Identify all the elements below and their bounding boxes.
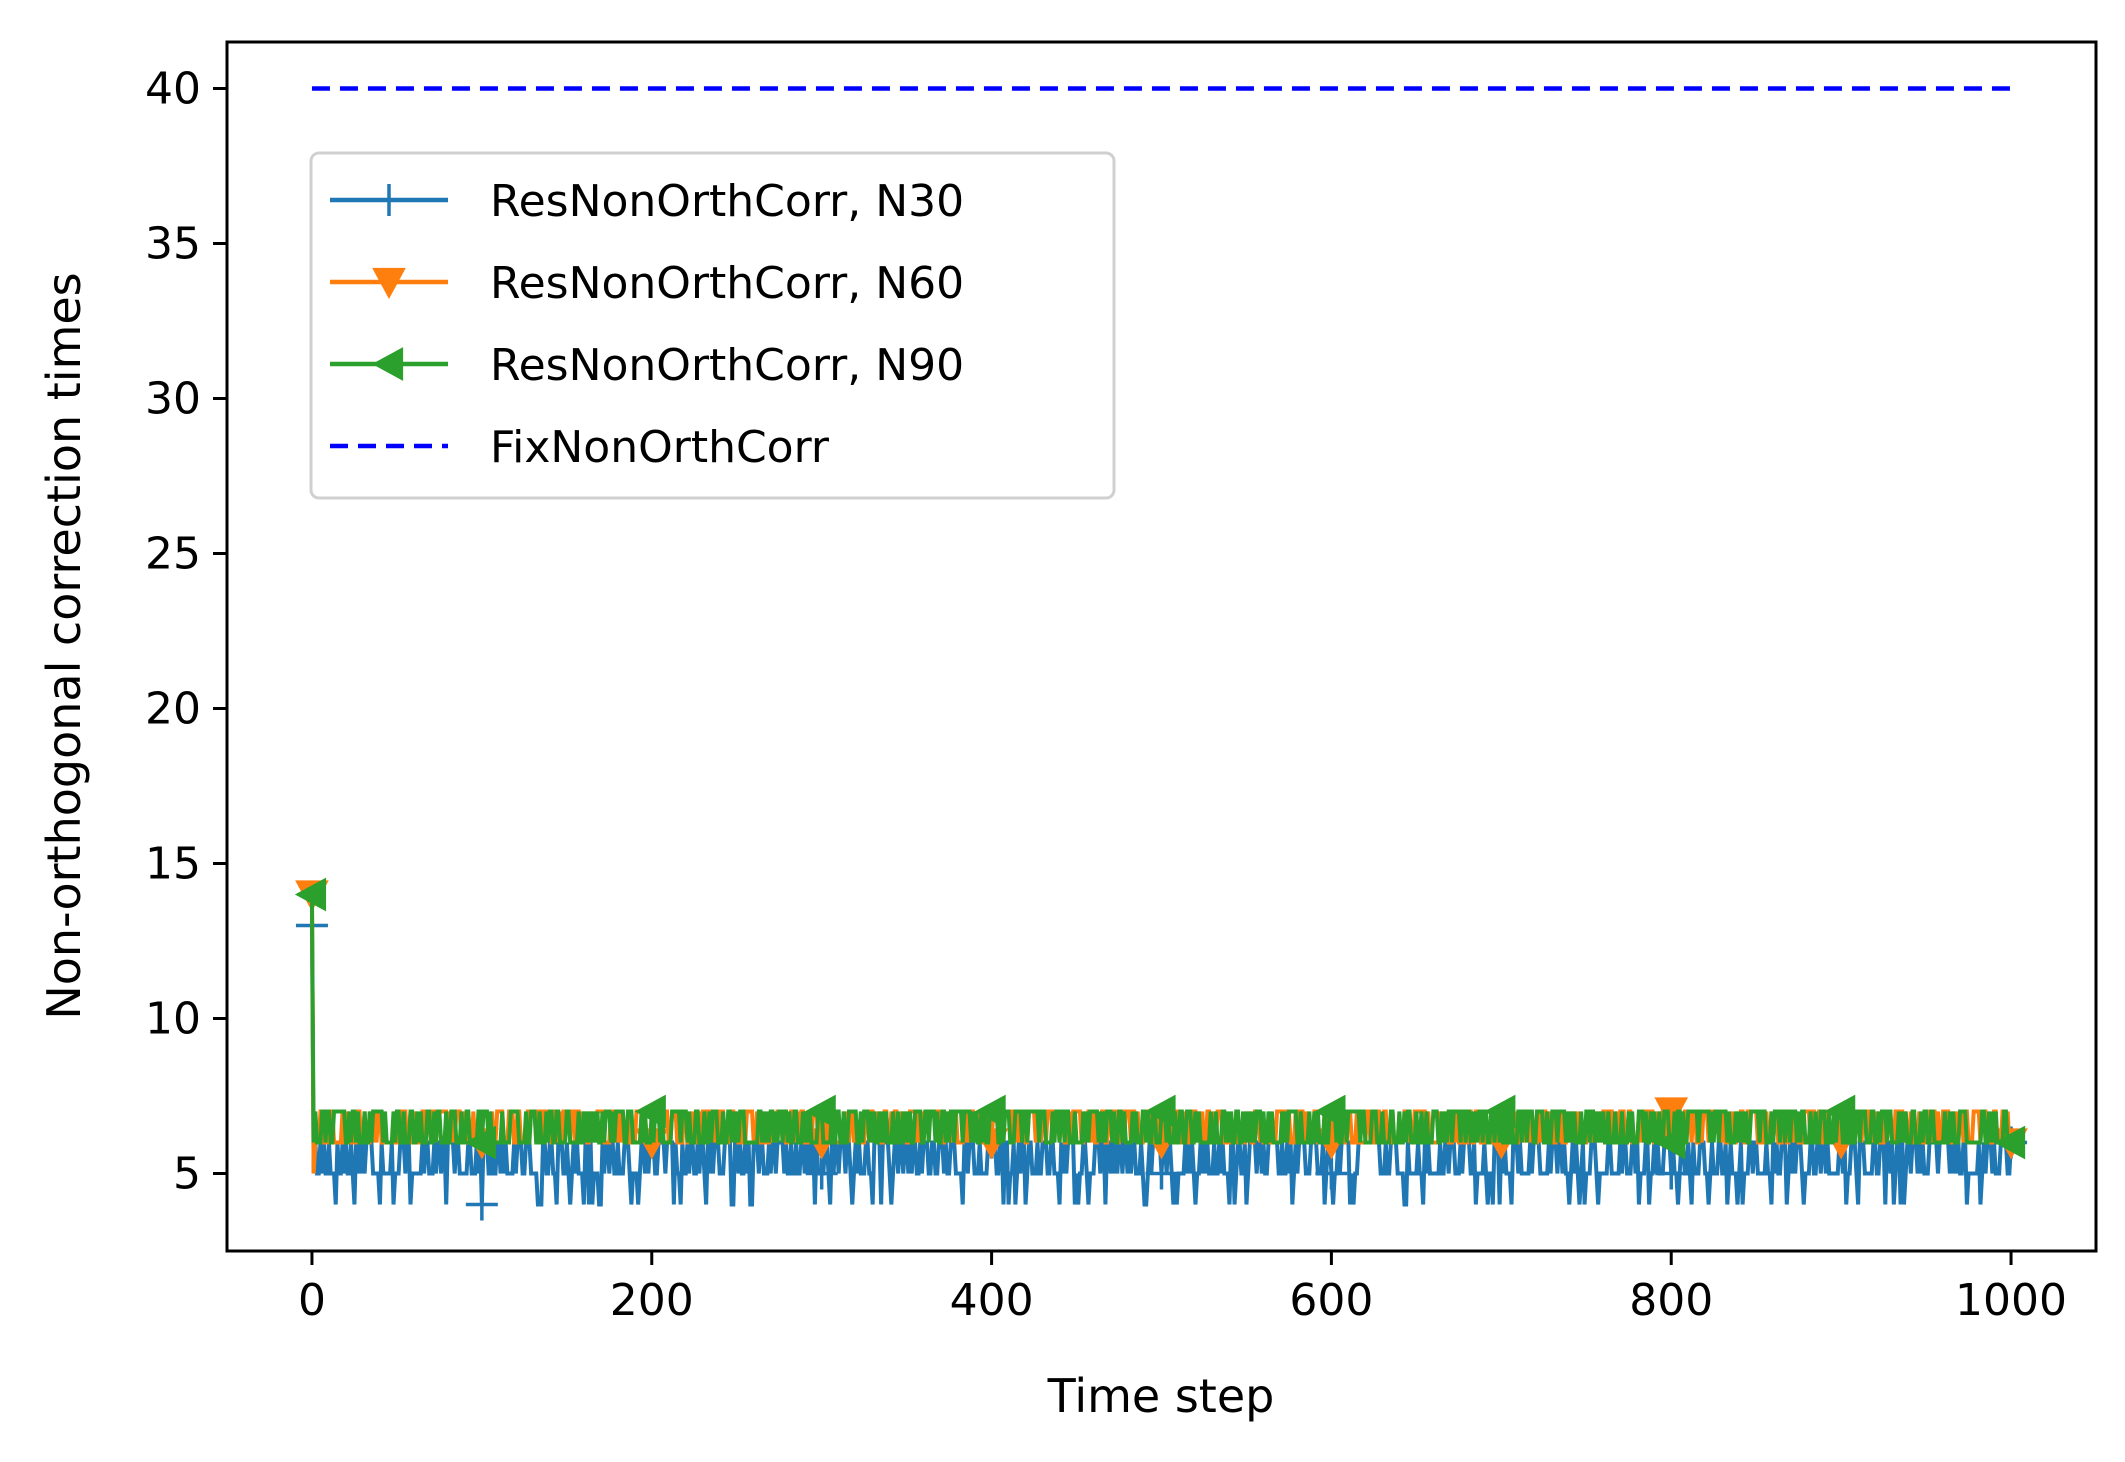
y-tick-label: 20 (145, 684, 201, 735)
data-point-marker (294, 877, 327, 912)
x-tick-label: 1000 (1955, 1275, 2067, 1326)
data-point-marker (804, 1094, 836, 1129)
x-axis: 0 200 400 600 800 1000 (298, 1251, 2067, 1326)
data-point-marker (1655, 1157, 1688, 1190)
y-tick-label: 5 (173, 1149, 201, 1200)
legend-marker (372, 267, 406, 300)
legend-label: ResNonOrthCorr, N60 (490, 258, 964, 309)
data-point-marker (974, 1094, 1006, 1129)
legend-entry: ResNonOrthCorr, N30 (330, 176, 964, 227)
plot-frame (225, 40, 2098, 1253)
data-point-marker (464, 1125, 496, 1160)
data-point-marker (634, 1094, 666, 1129)
y-tick-label: 25 (145, 529, 201, 580)
legend-label: ResNonOrthCorr, N90 (490, 340, 964, 391)
legend-entry: ResNonOrthCorr, N90 (330, 340, 964, 391)
series-layer (294, 86, 2028, 1221)
data-point-marker (1993, 1125, 2026, 1160)
data-point-marker (1824, 1094, 1856, 1129)
y-tick-label: 30 (145, 374, 201, 425)
legend-entry: FixNonOrthCorr (330, 422, 830, 473)
y-tick-label: 40 (145, 64, 201, 115)
x-tick-label: 600 (1289, 1275, 1373, 1326)
x-tick-label: 200 (610, 1275, 694, 1326)
data-point-marker (1144, 1094, 1176, 1129)
legend-box (309, 151, 1116, 500)
y-tick-label: 35 (145, 219, 201, 270)
legend-marker (371, 347, 404, 381)
series-2 (294, 877, 2026, 1160)
data-point-marker (805, 1157, 838, 1190)
data-point-marker (1654, 1125, 1686, 1160)
data-point-marker (1484, 1094, 1516, 1129)
legend-entry: ResNonOrthCorr, N60 (330, 258, 964, 309)
data-point-marker (1314, 1094, 1346, 1129)
data-point-marker (1145, 1157, 1178, 1190)
x-tick-label: 800 (1629, 1275, 1713, 1326)
y-tick-label: 15 (145, 839, 201, 890)
legend-label: ResNonOrthCorr, N30 (490, 176, 964, 227)
y-axis: 5 10 15 20 25 30 35 40 (145, 64, 227, 1200)
x-tick-label: 400 (950, 1275, 1034, 1326)
x-axis-label: Time step (1047, 1369, 1275, 1423)
legend-label: FixNonOrthCorr (490, 422, 830, 473)
legend-marker (373, 184, 405, 216)
data-point-marker (1315, 1157, 1348, 1190)
x-tick-label: 0 (298, 1275, 326, 1326)
data-point-marker (465, 1188, 498, 1221)
y-tick-label: 10 (145, 994, 201, 1045)
y-axis-label: Non-orthogonal correction times (37, 272, 91, 1019)
